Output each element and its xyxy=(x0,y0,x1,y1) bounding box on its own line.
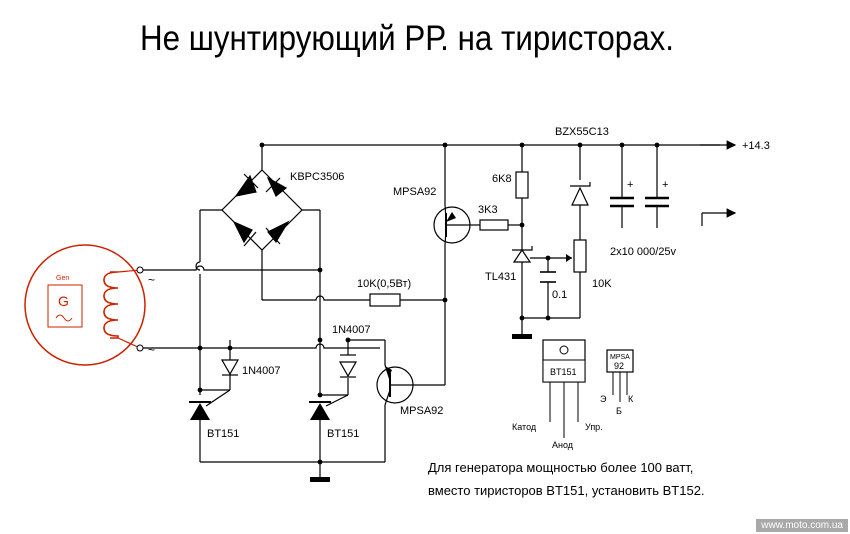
mpsa92-package-name-top: MPSA xyxy=(610,354,630,361)
output-voltage-label: +14.3 xyxy=(742,140,770,152)
note-line-1: Для генератора мощностью более 100 ватт, xyxy=(428,460,693,475)
ac-terminal-bottom: ~ xyxy=(148,343,155,357)
mpsa92-pin-emitter: Э xyxy=(600,394,607,404)
bridge-label: KBPC3506 xyxy=(290,171,344,183)
ground-symbols xyxy=(310,334,532,482)
zener-diode xyxy=(570,182,591,206)
sine-icon xyxy=(55,314,73,322)
tl431-label: TL431 xyxy=(485,271,516,283)
tl431 xyxy=(512,246,533,263)
bt151-pin-anode: Анод xyxy=(552,440,574,450)
transistor-top-label: MPSA92 xyxy=(393,186,436,198)
generator: Gen G ~ ~ xyxy=(24,244,155,366)
watermark: www.moto.com.ua xyxy=(756,519,848,532)
capacitor-0-1 xyxy=(540,271,556,283)
mpsa92-package-name-bottom: 92 xyxy=(614,361,624,371)
resistor-3k3 xyxy=(479,219,509,231)
mpsa92-package xyxy=(606,349,634,402)
generator-box xyxy=(47,284,83,328)
thyristor-right xyxy=(309,394,349,420)
resistor-6k8-label: 6K8 xyxy=(492,173,512,185)
diode-1n4007-right xyxy=(338,354,358,378)
transistor-top xyxy=(433,204,471,246)
ac-terminal-top: ~ xyxy=(148,273,155,287)
capacitors-main xyxy=(610,196,669,208)
thyristor-left xyxy=(189,389,231,420)
cap-plus-2: + xyxy=(662,179,668,191)
thyristor-right-label: BT151 xyxy=(327,428,359,440)
diode-1n4007-left-label: 1N4007 xyxy=(242,365,281,377)
generator-label: Gen xyxy=(56,275,69,282)
bridge-diodes xyxy=(232,173,290,247)
resistor-3k3-label: 3K3 xyxy=(478,204,498,216)
zener-label: BZX55C13 xyxy=(555,126,609,138)
bt151-pin-gate: Упр. xyxy=(585,422,603,432)
generator-circle xyxy=(24,244,146,366)
potentiometer-10k-label: 10K xyxy=(592,278,612,290)
transistor-bottom-label: MPSA92 xyxy=(400,405,443,417)
potentiometer-10k xyxy=(573,239,587,273)
capacitors-main-label: 2x10 000/25v xyxy=(610,246,677,258)
resistor-10k-power xyxy=(369,293,401,307)
thyristor-left-label: BT151 xyxy=(207,428,239,440)
generator-coil xyxy=(103,271,119,339)
resistor-10k-power-label: 10K(0,5Вт) xyxy=(357,278,411,290)
diode-1n4007-right-label: 1N4007 xyxy=(332,324,371,336)
capacitor-0-1-label: 0.1 xyxy=(552,289,567,301)
mpsa92-pin-base: Б xyxy=(616,406,622,416)
transistor-bottom xyxy=(376,364,414,406)
bt151-package xyxy=(542,339,586,438)
generator-symbol: G xyxy=(58,293,69,309)
note-line-2: вместо тиристоров BT151, установить BT15… xyxy=(428,483,705,498)
cap-plus-1: + xyxy=(627,179,633,191)
mpsa92-pin-collector: К xyxy=(628,394,634,404)
resistor-6k8 xyxy=(515,171,529,199)
diode-1n4007-left xyxy=(220,359,240,376)
junction-dots xyxy=(197,142,660,465)
bt151-pin-cathode: Катод xyxy=(512,422,537,432)
bt151-package-name: BT151 xyxy=(550,367,577,377)
page-title: Не шунтирующий РР. на тиристорах. xyxy=(140,19,674,58)
